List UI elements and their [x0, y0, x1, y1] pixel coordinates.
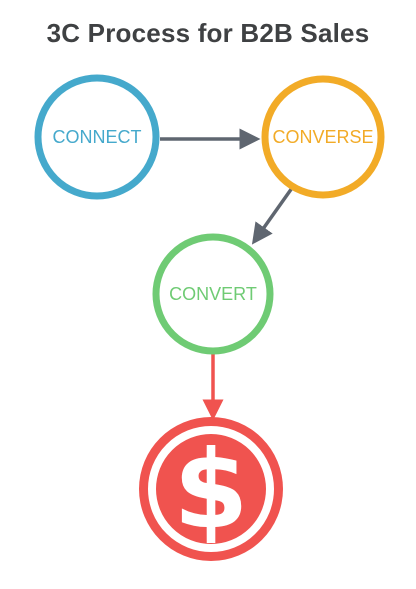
node-connect: CONNECT: [34, 74, 160, 200]
connect-circle: [34, 74, 160, 200]
node-convert: CONVERT: [152, 233, 274, 355]
convert-circle: [152, 233, 274, 355]
convert-label: CONVERT: [169, 284, 257, 304]
connect-label: CONNECT: [53, 127, 142, 147]
diagram-title: 3C Process for B2B Sales: [46, 18, 370, 48]
converse-circle: [261, 75, 385, 199]
converse-label: CONVERSE: [272, 127, 373, 147]
arrow-converse-to-convert: [251, 186, 294, 245]
node-converse: CONVERSE: [261, 75, 385, 199]
dollar-ring: [148, 426, 274, 552]
dollar-icon: $: [173, 428, 248, 553]
node-dollar: $: [139, 417, 283, 561]
